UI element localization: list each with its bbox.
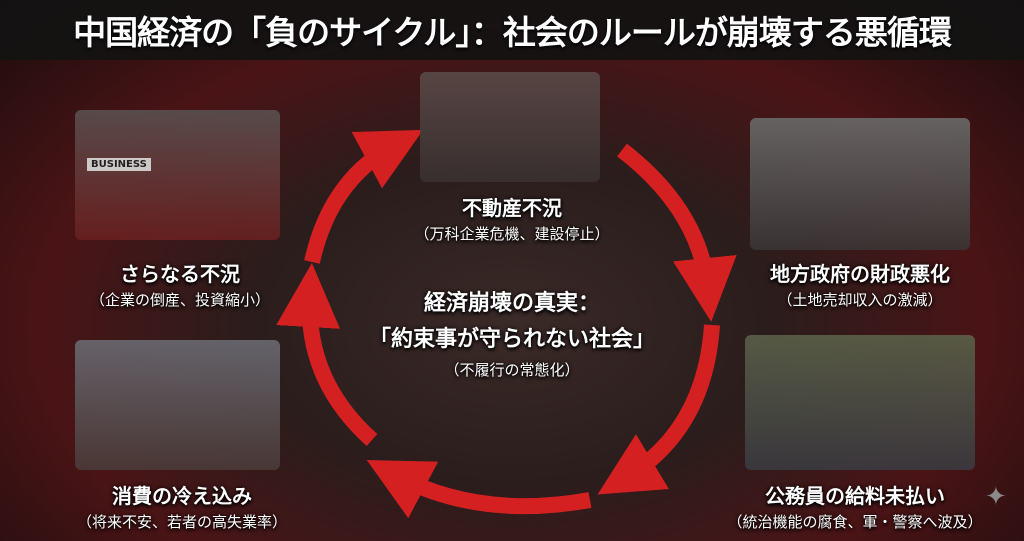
- center-sub: （不履行の常態化）: [444, 361, 580, 379]
- center-quote: 「約束事が守られない社会」: [368, 327, 656, 352]
- node-sub: （企業の倒産、投資縮小）: [89, 291, 271, 309]
- center-title: 経済崩壊の真実：: [423, 291, 601, 316]
- node-sub: （土地売却収入の激減）: [777, 291, 943, 309]
- unpaid-workers-illustration: [745, 335, 975, 470]
- node-title: 不動産不況: [461, 196, 562, 220]
- construction-illustration: [420, 72, 600, 182]
- node-title: 消費の冷え込み: [111, 484, 252, 508]
- node-title: 地方政府の財政悪化: [770, 262, 950, 286]
- arrow-bottom-left: [276, 263, 378, 446]
- arrow-left-top: [304, 129, 424, 264]
- business-sign: BUSINESS: [87, 158, 151, 171]
- arrow-bottom: [366, 460, 592, 519]
- node-sub: （統治機能の腐食、軍・警察へ波及）: [727, 513, 983, 531]
- node-title: さらなる不況: [119, 262, 240, 286]
- arrow-right-bottom: [597, 324, 720, 495]
- sparkle-icon: ✦: [985, 482, 1007, 512]
- closed-business-illustration: BUSINESS: [75, 110, 280, 240]
- page-title: 中国経済の「負のサイクル」：社会のルールが崩壊する悪循環: [73, 13, 952, 52]
- node-local-finance: 地方政府の財政悪化 （土地売却収入の激減）: [770, 258, 950, 310]
- safe-officials-illustration: [750, 118, 970, 250]
- node-sub: （万科企業危機、建設停止）: [414, 225, 610, 243]
- node-title: 公務員の給料未払い: [764, 484, 945, 508]
- node-sub: （将来不安、若者の高失業率）: [76, 513, 288, 531]
- node-unpaid-salaries: 公務員の給料未払い （統治機能の腐食、軍・警察へ波及）: [727, 480, 982, 532]
- node-further-recession: さらなる不況 （企業の倒産、投資縮小）: [90, 258, 270, 310]
- street-consumers-illustration: [75, 340, 280, 470]
- center-message: 経済崩壊の真実： 「約束事が守られない社会」 （不履行の常態化）: [369, 285, 655, 380]
- node-consumption: 消費の冷え込み （将来不安、若者の高失業率）: [77, 480, 287, 532]
- title-bar: 中国経済の「負のサイクル」：社会のルールが崩壊する悪循環: [0, 0, 1024, 60]
- node-real-estate: 不動産不況 （万科企業危機、建設停止）: [414, 192, 609, 244]
- arrow-top-right: [617, 143, 737, 322]
